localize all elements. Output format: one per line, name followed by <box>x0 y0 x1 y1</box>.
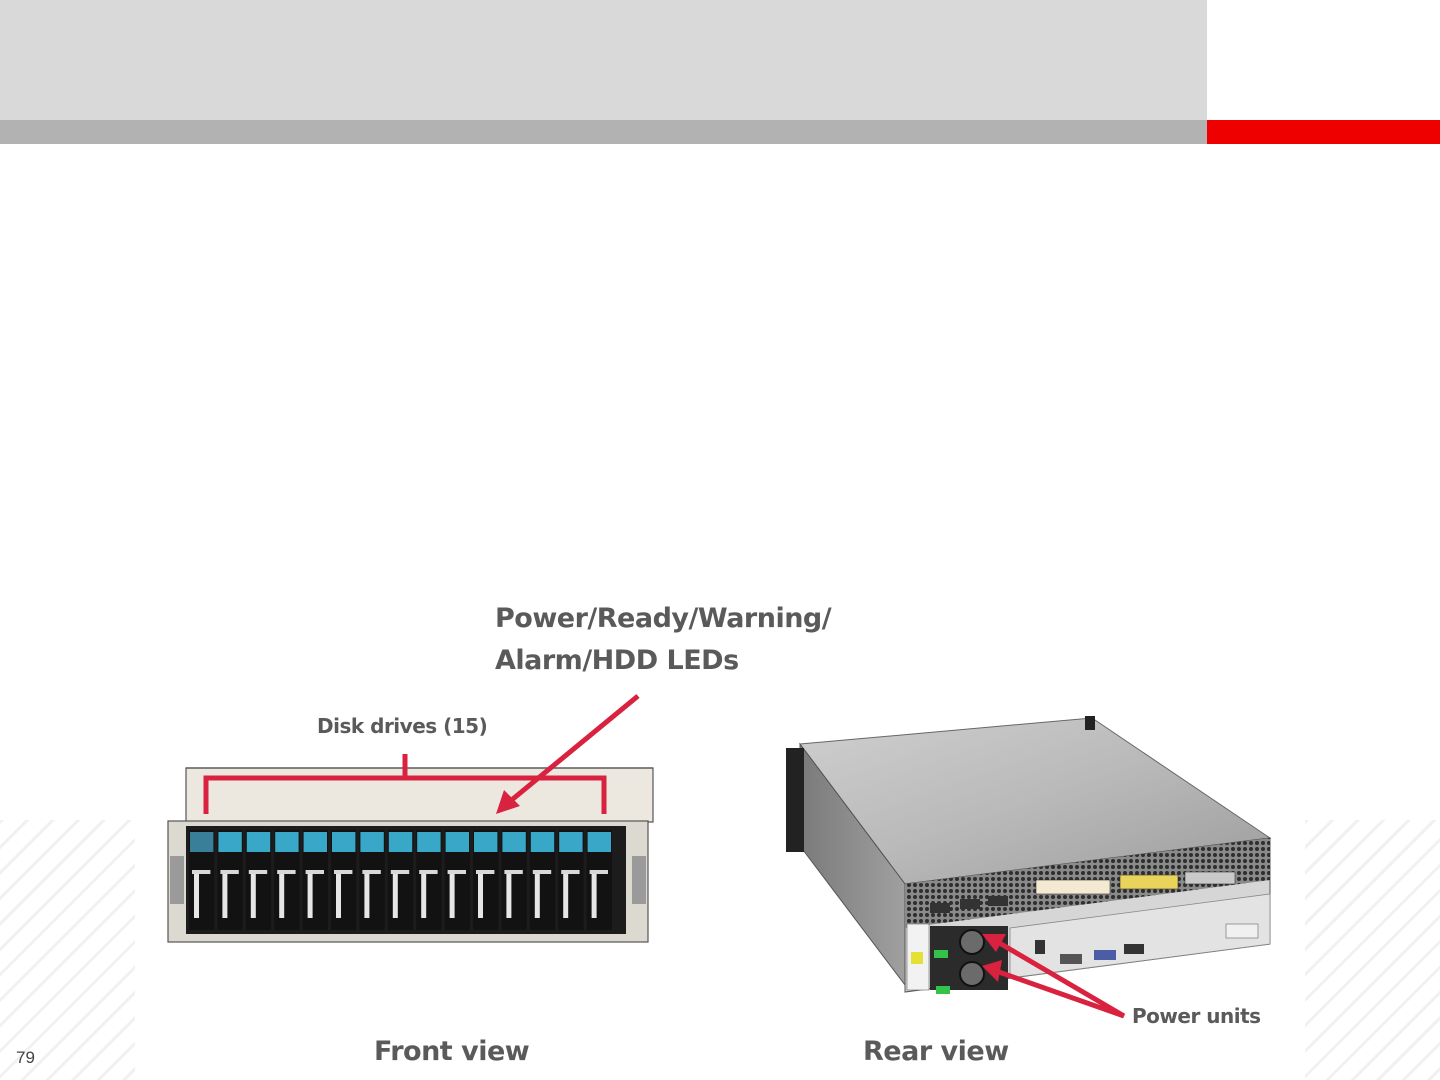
rear-view-caption: Rear view <box>863 1036 1009 1067</box>
leds-callout-line1: Power/Ready/Warning/ <box>495 598 831 640</box>
disk-drive-bay <box>217 830 242 930</box>
disk-drives-callout-label: Disk drives (15) <box>317 714 487 738</box>
disk-drive-bay <box>587 830 612 930</box>
rear-view-chassis <box>786 716 1270 994</box>
disk-drive-bay <box>246 830 271 930</box>
disk-drive-bay <box>274 830 299 930</box>
disk-drive-bay <box>189 830 214 930</box>
slide-page-number: 79 <box>16 1048 35 1068</box>
disk-drive-bay <box>530 830 555 930</box>
leds-callout-line2: Alarm/HDD LEDs <box>495 640 831 682</box>
disk-drive-bays <box>189 830 612 930</box>
disk-drive-bay <box>501 830 526 930</box>
disk-drive-bay <box>445 830 470 930</box>
disk-drive-bay <box>359 830 384 930</box>
disk-drive-bay <box>473 830 498 930</box>
disk-drive-bay <box>388 830 413 930</box>
front-view-caption: Front view <box>374 1036 529 1067</box>
disk-drive-bay <box>558 830 583 930</box>
power-units-callout-label: Power units <box>1132 1004 1261 1028</box>
leds-callout-label: Power/Ready/Warning/ Alarm/HDD LEDs <box>495 598 831 682</box>
disk-drive-bay <box>416 830 441 930</box>
disk-drive-bay <box>331 830 356 930</box>
disk-drive-bay <box>303 830 328 930</box>
